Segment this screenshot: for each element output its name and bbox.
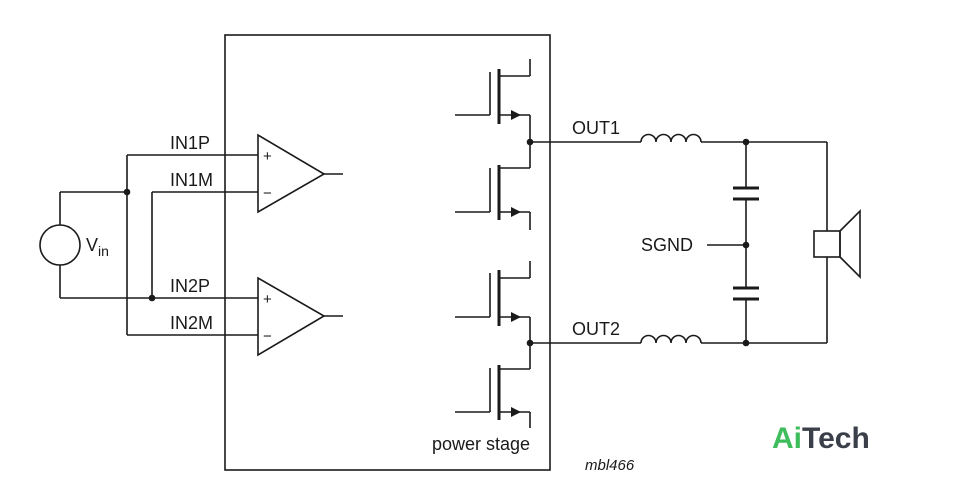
op-amp-2: + − [257,276,343,357]
junction-dot [742,339,750,347]
mosfet-high-2 [455,261,531,343]
svg-text:+: + [263,148,272,165]
junction-dot [742,138,750,146]
junction-dot [148,294,156,302]
output-wiring-1 [530,133,827,143]
power-stage-label: power stage [432,434,530,454]
in2p-label: IN2P [170,276,210,296]
mosfet-low-2 [455,343,531,428]
junction-dot [123,188,131,196]
junction-dot [742,241,750,249]
svg-text:−: − [263,185,272,202]
mosfet-high-1 [455,59,531,142]
sgnd-label: SGND [641,235,693,255]
svg-text:−: − [263,328,272,345]
op-amp-1: + − [257,133,343,214]
in1m-label: IN1M [170,170,213,190]
svg-text:+: + [263,291,272,308]
vin-label: Vin [86,235,109,259]
output-wiring-2 [530,334,827,344]
ic-package-outline [224,34,551,471]
out1-label: OUT1 [572,118,620,138]
out2-label: OUT2 [572,319,620,339]
in1p-label: IN1P [170,133,210,153]
vin-source [39,192,81,298]
filter-capacitors [707,142,759,343]
mosfet-low-1 [455,142,531,230]
in2m-label: IN2M [170,313,213,333]
input-wiring [60,154,258,336]
aitech-logo: AiTech [772,422,870,455]
figure-code: mbl466 [585,457,635,474]
speaker-icon [813,142,861,343]
